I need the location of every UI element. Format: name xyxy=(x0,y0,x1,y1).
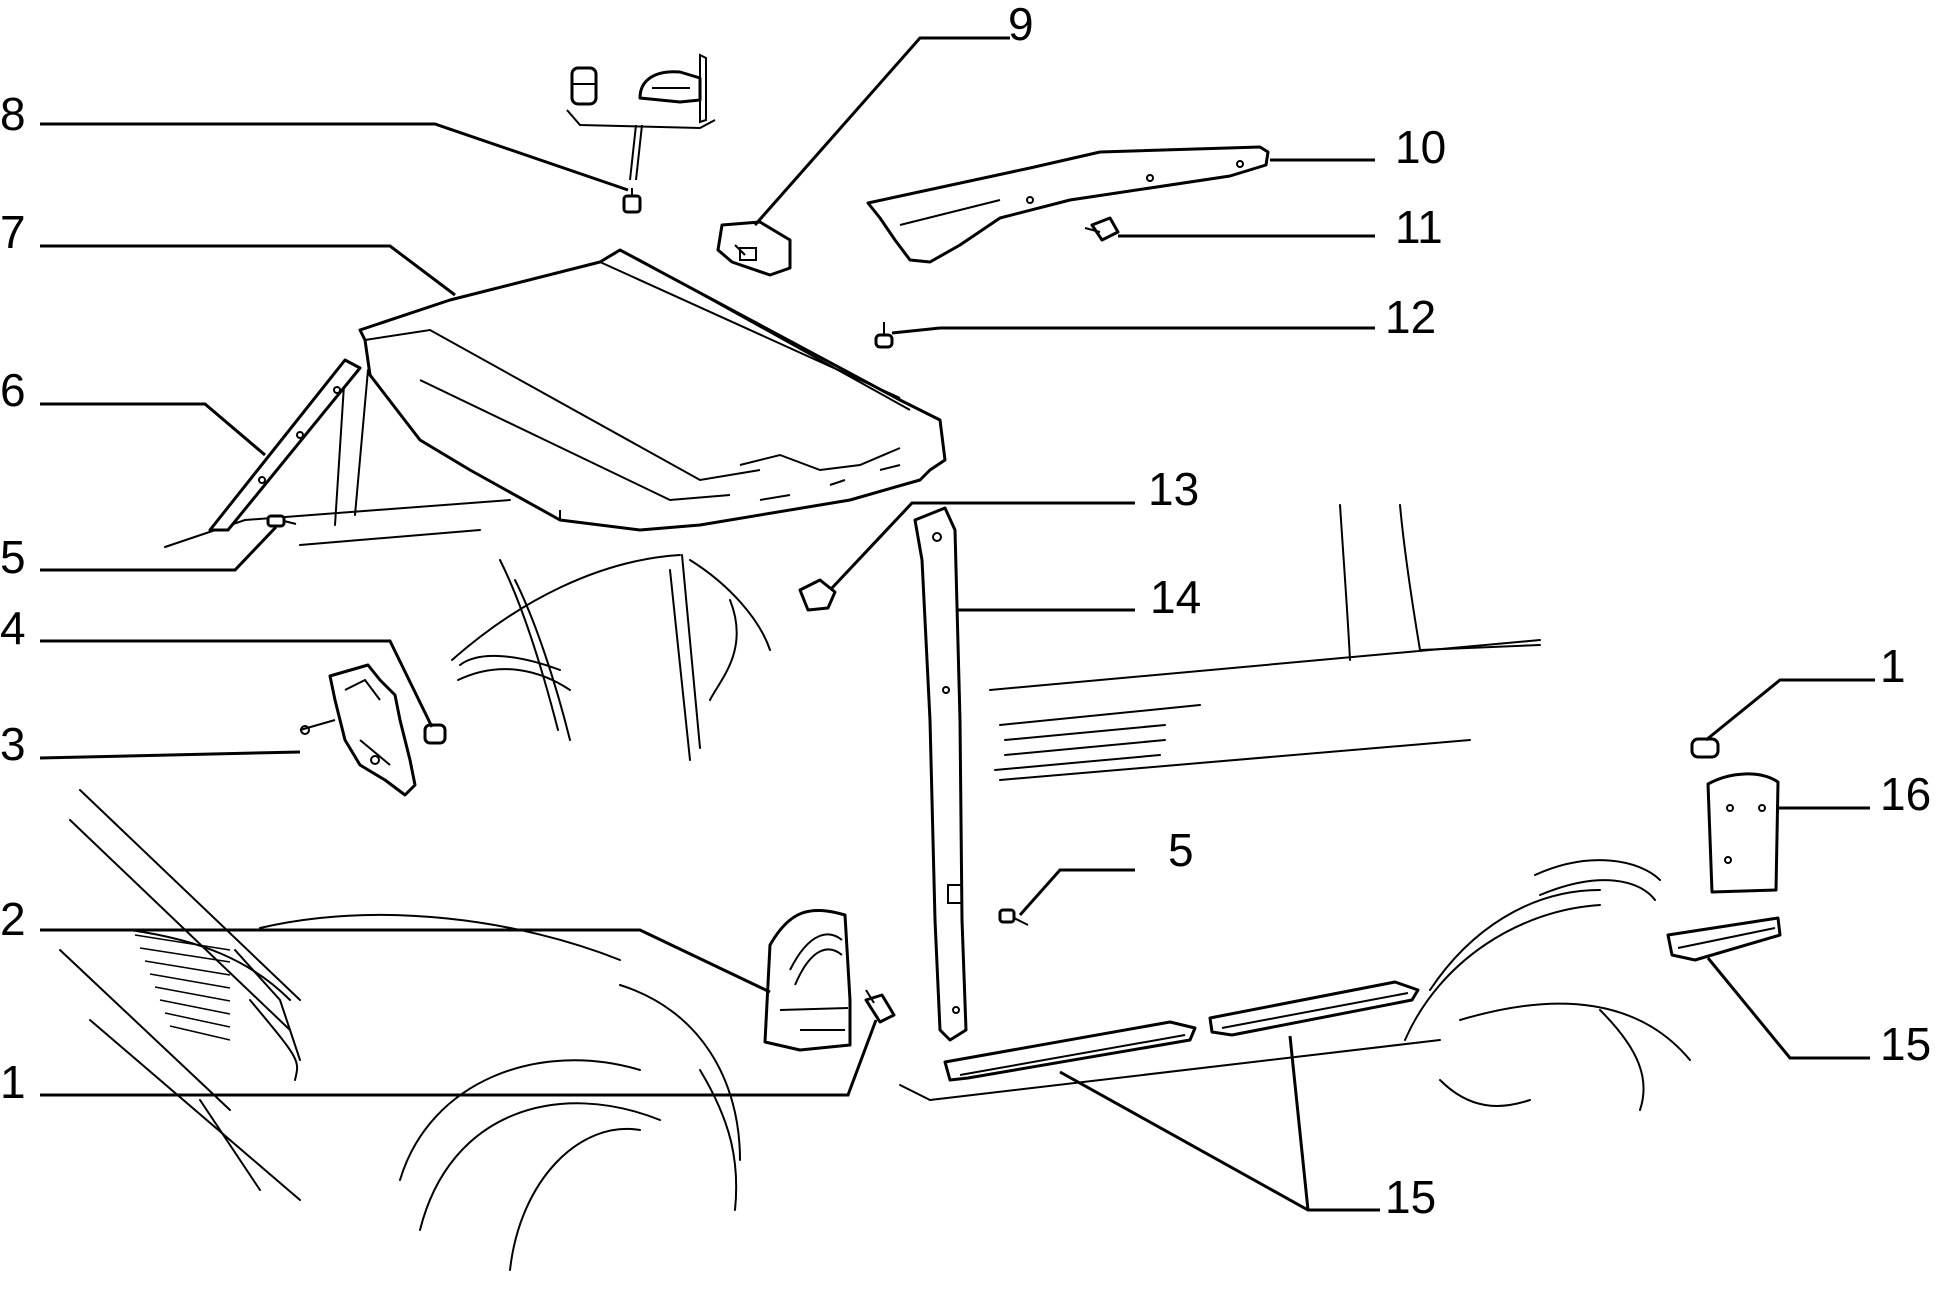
part-12-stud xyxy=(874,322,894,349)
part-14-pillar-trim xyxy=(913,506,968,1042)
part-8-push-clip xyxy=(566,53,716,214)
part-16-panel xyxy=(1706,772,1780,894)
callout-15-right: 15 xyxy=(1880,1018,1931,1070)
callout-2: 2 xyxy=(0,893,26,945)
callout-11: 11 xyxy=(1395,201,1443,253)
part-13-clip xyxy=(798,578,837,612)
leader-5-upper xyxy=(40,525,278,572)
part-9-bracket xyxy=(716,220,792,277)
callout-13: 13 xyxy=(1148,463,1199,515)
leader-4 xyxy=(40,639,434,728)
callout-9: 9 xyxy=(1008,0,1034,50)
leader-15-bottom-b xyxy=(1288,1035,1310,1211)
callout-1-lower: 1 xyxy=(0,1056,26,1108)
leader-2 xyxy=(40,928,771,994)
part-15-sill-right xyxy=(1666,916,1782,962)
callout-6: 6 xyxy=(0,364,26,416)
leader-13 xyxy=(830,501,1135,590)
leader-5-mid xyxy=(1018,868,1135,916)
leader-1-lower xyxy=(40,1019,878,1097)
callout-7: 7 xyxy=(0,206,26,258)
vehicle-body-outline xyxy=(59,369,1691,1271)
leader-3 xyxy=(39,750,301,760)
part-10-long-trim xyxy=(866,145,1270,264)
callout-4: 4 xyxy=(0,602,26,654)
leader-15-bottom-a xyxy=(1059,1070,1380,1212)
callout-10: 10 xyxy=(1395,121,1446,173)
leader-6 xyxy=(40,402,266,457)
callout-5-mid: 5 xyxy=(1168,824,1194,876)
callout-15-bottom: 15 xyxy=(1385,1171,1436,1223)
leader-12 xyxy=(891,326,1375,335)
part-6-trim-strip xyxy=(208,358,362,532)
callout-8: 8 xyxy=(0,88,26,140)
callout-16: 16 xyxy=(1880,768,1931,820)
part-15-sill-strips xyxy=(943,980,1420,1082)
part-11-screw xyxy=(1084,216,1120,242)
part-2-cover xyxy=(763,908,852,1052)
callout-3: 3 xyxy=(0,718,26,770)
leader-lines xyxy=(39,36,1875,1212)
callout-numbers: 8 7 6 5 4 3 2 1 9 10 11 12 13 14 5 1 16 … xyxy=(0,0,1931,1223)
part-4-nut xyxy=(423,723,447,745)
part-7-hatch-lid xyxy=(358,248,947,532)
part-1-button-right xyxy=(1690,737,1720,759)
part-5-screw-mid xyxy=(998,908,1029,926)
leader-7 xyxy=(40,244,456,297)
part-3-hinge xyxy=(299,663,417,797)
part-1-screw-lower xyxy=(864,989,896,1024)
callout-12: 12 xyxy=(1385,291,1436,343)
leader-1-right xyxy=(1705,678,1875,742)
grille xyxy=(134,934,231,1041)
callout-14: 14 xyxy=(1150,571,1201,623)
leader-8 xyxy=(40,122,629,192)
callout-1-right: 1 xyxy=(1880,640,1906,692)
leader-15-right xyxy=(1706,957,1870,1060)
leader-9 xyxy=(753,36,1010,226)
callout-5-upper: 5 xyxy=(0,531,26,583)
part-5-screw-upper xyxy=(266,514,297,528)
